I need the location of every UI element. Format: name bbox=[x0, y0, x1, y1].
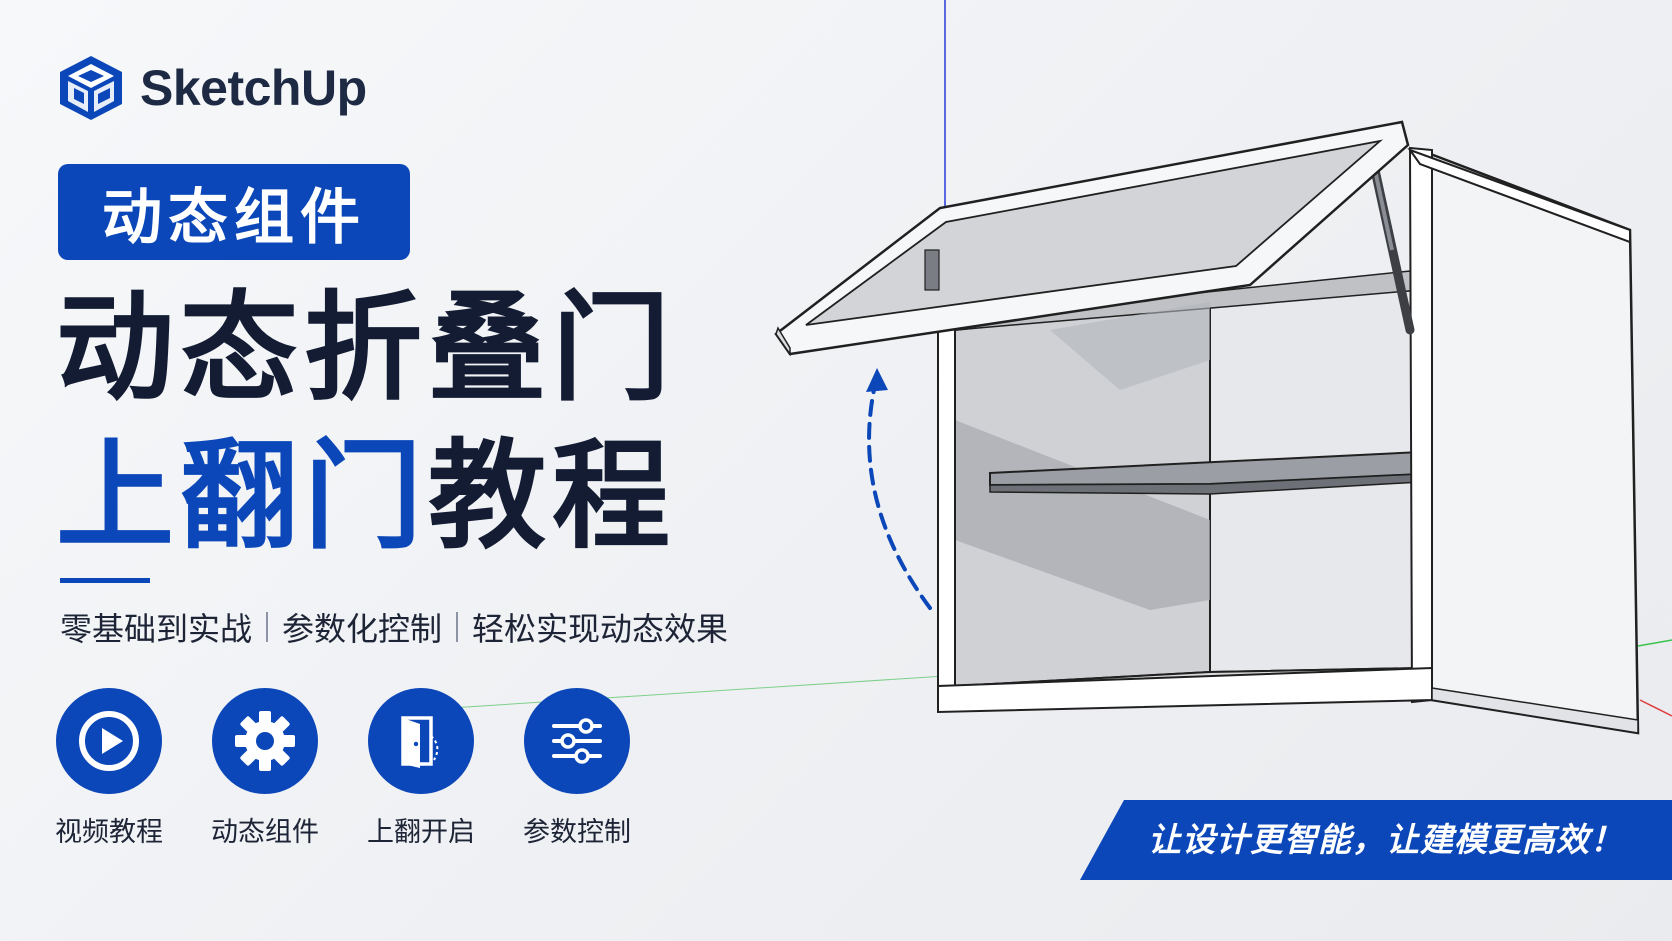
subtitle-item: 参数化控制 bbox=[282, 610, 443, 648]
feature-label: 上翻开启 bbox=[367, 817, 475, 848]
door-open-icon bbox=[368, 688, 474, 794]
title-rest: 教程 bbox=[428, 427, 677, 565]
slogan-text: 让设计更智能，让建模更高效！ bbox=[1148, 820, 1624, 859]
flap-door-bottom-edge bbox=[775, 326, 791, 357]
feature-label: 参数控制 bbox=[523, 817, 631, 848]
subtitle-item: 零基础到实战 bbox=[60, 610, 253, 648]
feature-flip-open: 上翻开启 bbox=[367, 688, 475, 849]
brand-name: SketchUp bbox=[140, 60, 367, 116]
subtitle-item: 轻松实现动态效果 bbox=[472, 610, 729, 648]
feature-dynamic-component: 动态组件 bbox=[211, 688, 319, 849]
title-underline bbox=[60, 578, 150, 583]
subtitle-divider bbox=[266, 612, 269, 642]
cabinet-right-side bbox=[1418, 148, 1640, 735]
category-badge: 动态组件 bbox=[58, 164, 410, 260]
green-axis bbox=[419, 675, 946, 711]
play-icon bbox=[56, 688, 162, 794]
feature-list: 视频教程 动态组件 bbox=[55, 688, 631, 849]
slogan-background bbox=[1080, 800, 1672, 880]
gas-strut-rod bbox=[1373, 169, 1394, 251]
sketchup-cube-logo-icon bbox=[60, 56, 122, 120]
cabinet-bottom-right-edge bbox=[1431, 687, 1639, 734]
gear-icon bbox=[212, 688, 318, 794]
cabinet-top-edge bbox=[1407, 147, 1631, 244]
red-axis bbox=[1639, 699, 1672, 717]
motion-arrow-head bbox=[866, 368, 888, 392]
title-highlight: 上翻门 bbox=[56, 427, 429, 565]
green-axis-right bbox=[1637, 639, 1672, 647]
brand-logo: SketchUp bbox=[58, 54, 367, 122]
inner-shadow bbox=[955, 420, 1210, 610]
main-title-line2: 上翻门教程 bbox=[56, 430, 676, 562]
sliders-icon bbox=[524, 688, 630, 794]
motion-arrow-path bbox=[867, 383, 932, 610]
inner-shadow-upper bbox=[1050, 302, 1210, 390]
feature-video-tutorial: 视频教程 bbox=[55, 688, 163, 849]
cabinet-right-front-edge bbox=[1408, 146, 1433, 704]
feature-label: 视频教程 bbox=[55, 817, 163, 848]
feature-parameter-control: 参数控制 bbox=[523, 688, 631, 849]
feature-label: 动态组件 bbox=[211, 817, 319, 848]
slogan-banner: 让设计更智能，让建模更高效！ bbox=[1080, 800, 1672, 880]
flap-door-glass bbox=[805, 139, 1384, 326]
main-title-line1: 动态折叠门 bbox=[56, 279, 677, 417]
subtitle: 零基础到实战 参数化控制 轻松实现动态效果 bbox=[60, 604, 728, 650]
cabinet-left-front-edge bbox=[937, 317, 956, 701]
subtitle-divider bbox=[456, 612, 459, 642]
door-hinge bbox=[924, 249, 940, 291]
